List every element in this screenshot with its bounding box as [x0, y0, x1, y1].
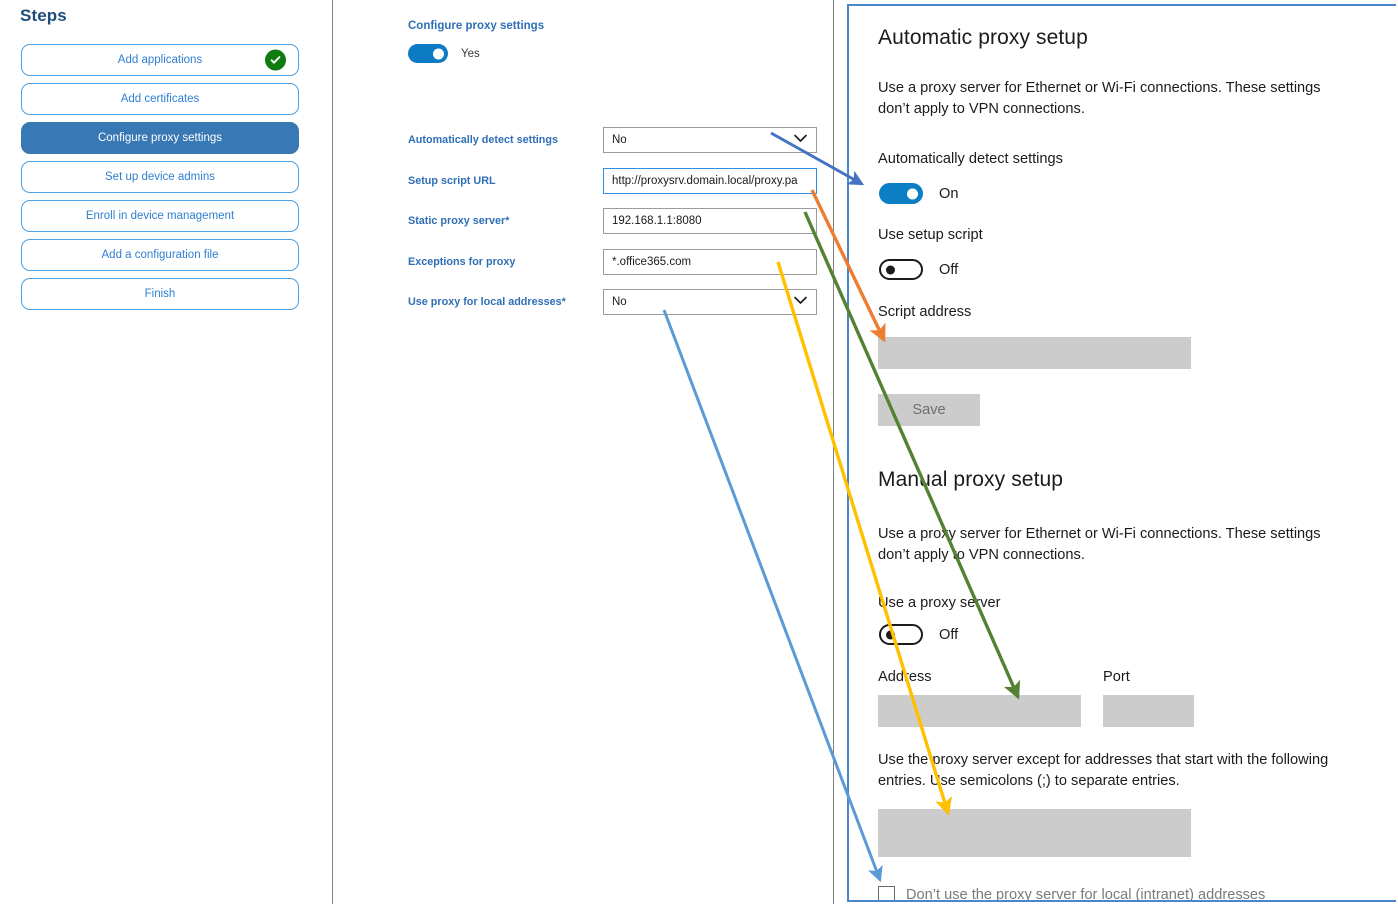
field-label: Use proxy for local addresses* [408, 296, 566, 308]
input-value: 192.168.1.1:8080 [612, 215, 702, 227]
step-label: Enroll in device management [85, 210, 235, 222]
use-proxy-for-local-addresses-select[interactable]: No [603, 289, 817, 315]
exceptions-description: Use the proxy server except for addresse… [878, 752, 1329, 789]
step-label: Finish [144, 288, 176, 300]
address-input[interactable] [878, 695, 1081, 727]
toggle-knob [886, 265, 895, 274]
step-label: Add certificates [120, 93, 200, 105]
toggle-knob [433, 48, 444, 59]
step-label: Add applications [117, 54, 203, 66]
port-input[interactable] [1103, 695, 1194, 727]
toggle-knob [907, 188, 918, 199]
chevron-down-icon [794, 134, 807, 146]
address-label: Address [878, 669, 932, 685]
automatically-detect-settings-state: On [939, 185, 959, 202]
step-item-set-up-device-admins[interactable]: Set up device admins [21, 161, 299, 193]
use-a-proxy-server-toggle[interactable] [879, 624, 923, 645]
use-a-proxy-server-state: Off [939, 626, 959, 643]
use-a-proxy-server-label: Use a proxy server [878, 595, 1001, 611]
field-setup-script-url: Setup script URL http://proxysrv.domain.… [408, 168, 818, 194]
field-exceptions-for-proxy: Exceptions for proxy *.office365.com [408, 249, 818, 275]
field-use-proxy-for-local-addresses: Use proxy for local addresses* No [408, 289, 818, 315]
use-setup-script-toggle-row: Off [879, 259, 958, 280]
select-value: No [612, 134, 627, 146]
steps-list: Add applications Add certificates Config… [21, 44, 299, 317]
manual-proxy-setup-heading: Manual proxy setup [878, 468, 1064, 491]
step-item-enroll-in-device-management[interactable]: Enroll in device management [21, 200, 299, 232]
input-value: http://proxysrv.domain.local/proxy.pa [612, 175, 798, 187]
select-value: No [612, 296, 627, 308]
form-section-label: Configure proxy settings [408, 20, 545, 32]
check-circle-icon [265, 49, 286, 71]
required-marker: * [561, 296, 566, 308]
use-setup-script-state: Off [939, 261, 959, 278]
field-label: Setup script URL [408, 175, 496, 187]
step-label: Configure proxy settings [97, 132, 222, 144]
proxy-form-panel: Configure proxy settings Yes Automatical… [334, 0, 834, 904]
step-item-add-applications[interactable]: Add applications [21, 44, 299, 76]
step-item-add-a-configuration-file[interactable]: Add a configuration file [21, 239, 299, 271]
automatically-detect-settings-select[interactable]: No [603, 127, 817, 153]
use-setup-script-label: Use setup script [878, 227, 983, 243]
script-address-input[interactable] [878, 337, 1191, 369]
input-value: *.office365.com [612, 256, 692, 268]
configure-proxy-toggle-value: Yes [461, 47, 480, 60]
step-label: Set up device admins [105, 171, 215, 183]
manual-proxy-description: Use a proxy server for Ethernet or Wi-Fi… [878, 526, 1321, 563]
field-label: Static proxy server* [408, 215, 510, 227]
step-item-configure-proxy-settings[interactable]: Configure proxy settings [21, 122, 299, 154]
static-proxy-server-input[interactable]: 192.168.1.1:8080 [603, 208, 817, 234]
steps-panel: Steps Add applications Add certificates … [0, 0, 333, 904]
automatic-proxy-description: Use a proxy server for Ethernet or Wi-Fi… [878, 80, 1321, 117]
bypass-local-addresses-label: Don’t use the proxy server for local (in… [906, 886, 1266, 902]
field-label: Automatically detect settings [408, 134, 558, 146]
exceptions-for-proxy-input[interactable]: *.office365.com [603, 249, 817, 275]
chevron-down-icon [794, 296, 807, 308]
script-address-label: Script address [878, 304, 972, 320]
bypass-local-addresses-row: Don’t use the proxy server for local (in… [878, 886, 1266, 902]
field-automatically-detect-settings: Automatically detect settings No [408, 127, 818, 153]
step-item-finish[interactable]: Finish [21, 278, 299, 310]
bypass-local-addresses-checkbox[interactable] [878, 886, 895, 900]
setup-script-url-input[interactable]: http://proxysrv.domain.local/proxy.pa [603, 168, 817, 194]
automatically-detect-settings-label: Automatically detect settings [878, 151, 1063, 167]
configure-proxy-toggle-row: Yes [408, 44, 480, 63]
port-label: Port [1103, 669, 1130, 685]
toggle-knob [886, 630, 895, 639]
step-label: Add a configuration file [101, 249, 219, 261]
steps-panel-title: Steps [20, 6, 67, 25]
required-marker: * [505, 215, 510, 227]
exceptions-input[interactable] [878, 809, 1191, 857]
step-item-add-certificates[interactable]: Add certificates [21, 83, 299, 115]
automatic-proxy-setup-heading: Automatic proxy setup [878, 26, 1088, 49]
configure-proxy-toggle[interactable] [408, 44, 448, 63]
use-a-proxy-server-toggle-row: Off [879, 624, 958, 645]
automatically-detect-settings-toggle-row: On [879, 183, 958, 204]
save-button[interactable]: Save [878, 394, 980, 426]
field-label: Exceptions for proxy [408, 256, 516, 268]
use-setup-script-toggle[interactable] [879, 259, 923, 280]
automatically-detect-settings-toggle[interactable] [879, 183, 923, 204]
windows-proxy-settings-panel: Automatic proxy setup Use a proxy server… [847, 4, 1396, 902]
field-static-proxy-server: Static proxy server* 192.168.1.1:8080 [408, 208, 818, 234]
